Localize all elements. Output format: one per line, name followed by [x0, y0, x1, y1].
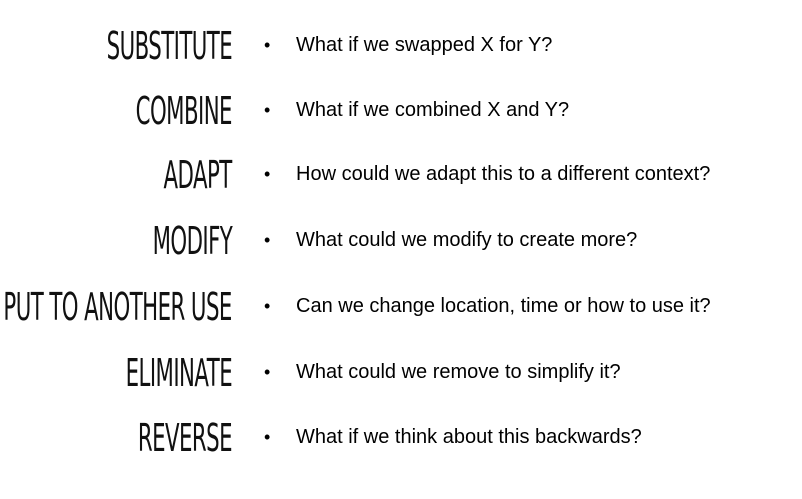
question-text: What could we remove to simplify it?	[296, 361, 621, 383]
scamper-row-combine: COMBINE • What if we combined X and Y?	[0, 81, 802, 141]
scamper-row-reverse: REVERSE • What if we think about this ba…	[0, 408, 802, 468]
question-text: What if we combined X and Y?	[296, 99, 570, 121]
scamper-row-substitute: SUBSTITUTE • What if we swapped X for Y?	[0, 16, 802, 76]
question-text: What if we think about this backwards?	[296, 426, 642, 448]
question-text: What if we swapped X for Y?	[296, 34, 553, 56]
question-text: What could we modify to create more?	[296, 229, 638, 251]
term-label: SUBSTITUTE	[106, 24, 232, 68]
question-text: Can we change location, time or how to u…	[296, 295, 711, 317]
term-label: MODIFY	[152, 219, 232, 263]
term-label: ELIMINATE	[125, 351, 233, 395]
bullet-icon: •	[264, 35, 271, 55]
term-label: COMBINE	[135, 89, 233, 133]
scamper-row-modify: MODIFY • What could we modify to create …	[0, 211, 802, 271]
scamper-row-eliminate: ELIMINATE • What could we remove to simp…	[0, 343, 802, 403]
bullet-icon: •	[264, 427, 271, 447]
bullet-icon: •	[264, 230, 271, 250]
bullet-icon: •	[264, 296, 271, 316]
scamper-row-adapt: ADAPT • How could we adapt this to a dif…	[0, 145, 802, 205]
term-label: PUT TO ANOTHER USE	[3, 285, 233, 329]
bullet-icon: •	[264, 164, 271, 184]
bullet-icon: •	[264, 100, 271, 120]
term-label: ADAPT	[163, 153, 233, 197]
question-text: How could we adapt this to a different c…	[296, 163, 711, 185]
term-label: REVERSE	[137, 416, 233, 460]
scamper-row-put-to-another-use: PUT TO ANOTHER USE • Can we change locat…	[0, 277, 802, 337]
bullet-icon: •	[264, 362, 271, 382]
